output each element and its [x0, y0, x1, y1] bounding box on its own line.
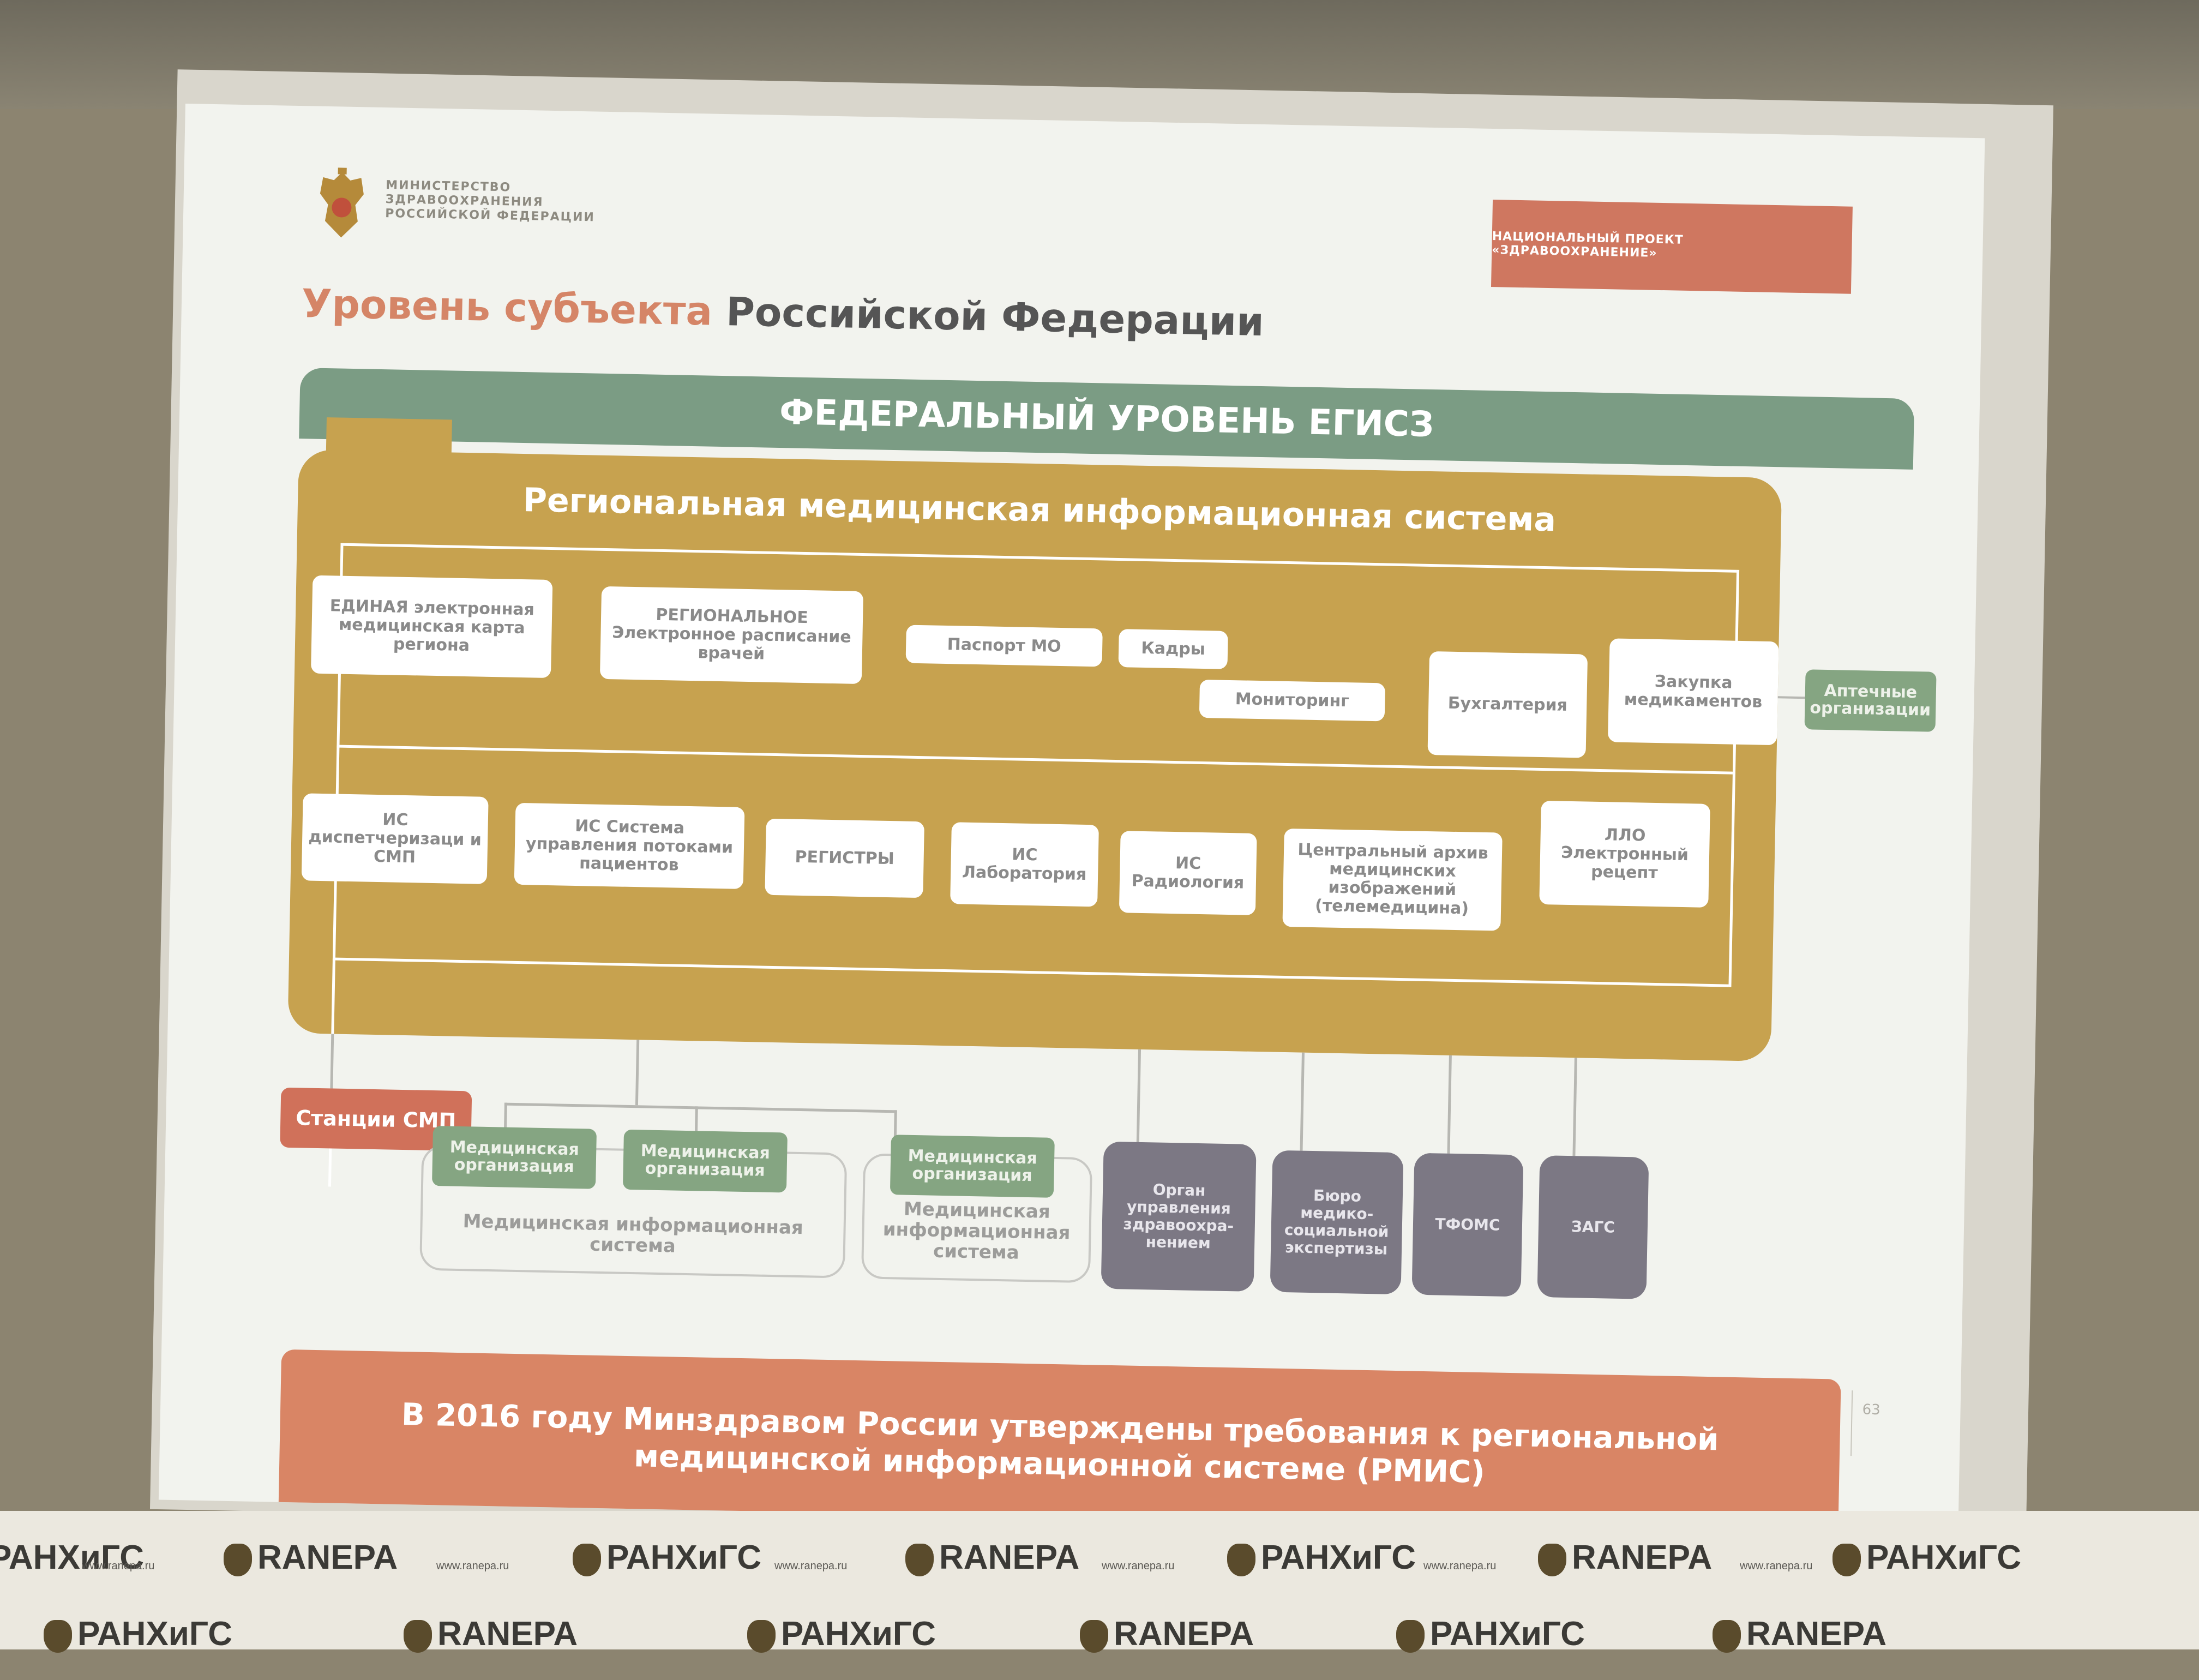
backdrop-logo: РАНХиГС: [747, 1615, 936, 1653]
ranepa-emblem-icon: [1713, 1619, 1741, 1653]
procurement-box: Закупка медикаментов: [1608, 638, 1779, 746]
connector-med-org-3: [893, 1110, 897, 1138]
llo-box: ЛЛО Электронный рецепт: [1539, 800, 1710, 908]
mis-label: Медицинская информационная система: [882, 1198, 1071, 1264]
backdrop-logo: РАНХиГС: [1832, 1538, 2021, 1577]
ranepa-emblem-icon: [404, 1619, 432, 1653]
pharmacy-box: Аптечные организации: [1804, 669, 1937, 732]
connector-smp: [330, 1034, 334, 1089]
connector-tfoms: [1447, 1055, 1452, 1154]
page-number: 63: [1862, 1401, 1880, 1419]
backdrop-logo: RANEPA: [1538, 1538, 1712, 1577]
monitoring-box: Мониторинг: [1199, 679, 1386, 722]
backdrop-logo-text: РАНХиГС: [1261, 1539, 1416, 1576]
ranepa-emblem-icon: [1080, 1619, 1108, 1653]
backdrop-logo: РАНХиГС: [44, 1615, 232, 1653]
med-org-box-3: Медицинская организация: [890, 1135, 1055, 1198]
backdrop-row-2: РАНХиГС RANEPA РАНХиГС RANEPA РАНХиГС RA…: [0, 1615, 2199, 1680]
backdrop-logo-text: РАНХиГС: [606, 1539, 762, 1576]
backdrop-url: www.ranepa.ru: [436, 1560, 509, 1572]
project-tag: НАЦИОНАЛЬНЫЙ ПРОЕКТ «ЗДРАВООХРАНЕНИЕ»: [1491, 200, 1853, 294]
mis-label: Медицинская информационная система: [462, 1210, 804, 1257]
laboratory-box: ИС Лаборатория: [950, 822, 1099, 907]
connector-med-orgs: [635, 1040, 640, 1106]
backdrop-logo: RANEPA: [1713, 1615, 1886, 1653]
backdrop-logo-text: РАНХиГС: [781, 1615, 936, 1653]
connector-bureau: [1300, 1052, 1305, 1151]
med-org-box-1: Медицинская организация: [431, 1126, 597, 1189]
eagle-emblem-icon: [320, 167, 364, 238]
ranepa-emblem-icon: [1396, 1619, 1425, 1653]
event-backdrop: РАНХиГС www.ranepa.ru RANEPA www.ranepa.…: [0, 1511, 2199, 1653]
connector-zags: [1572, 1058, 1577, 1156]
ranepa-emblem-icon: [905, 1543, 934, 1576]
ranepa-emblem-icon: [44, 1619, 72, 1653]
backdrop-url: www.ranepa.ru: [1740, 1560, 1813, 1572]
backdrop-logo: RANEPA: [224, 1538, 398, 1577]
registers-box: РЕГИСТРЫ: [765, 818, 924, 898]
backdrop-logo-text: РАНХиГС: [77, 1615, 233, 1653]
image-archive-box: Центральный архив медицинских изображени…: [1282, 828, 1503, 931]
radiology-box: ИС Радиология: [1119, 831, 1257, 915]
ranepa-emblem-icon: [224, 1543, 252, 1576]
backdrop-logo-text: РАНХиГС: [1430, 1615, 1585, 1653]
backdrop-logo: РАНХиГС: [0, 1538, 144, 1577]
backdrop-logo: RANEPA: [905, 1538, 1079, 1577]
health-authority-box: Орган управления здравоохра-нением: [1101, 1141, 1257, 1292]
backdrop-url: www.ranepa.ru: [1423, 1560, 1497, 1572]
backdrop-logo-text: RANEPA: [1114, 1615, 1254, 1653]
page-divider: [1850, 1390, 1853, 1456]
patient-flow-box: ИС Система управления потоками пациентов: [514, 802, 745, 889]
med-org-box-2: Медицинская организация: [622, 1129, 788, 1193]
schedule-box: РЕГИОНАЛЬНОЕ Электронное расписание врач…: [599, 586, 864, 684]
connector-health-authority: [1136, 1049, 1141, 1148]
backdrop-logo-text: RANEPA: [1746, 1615, 1887, 1653]
backdrop-logo-text: РАНХиГС: [0, 1539, 145, 1576]
presentation-slide: МИНИСТЕРСТВО ЗДРАВООХРАНЕНИЯ РОССИЙСКОЙ …: [158, 104, 1985, 1534]
connector-med-org-2: [694, 1106, 698, 1134]
title-part-1: Уровень субъекта: [301, 280, 713, 334]
connector-med-org-1: [503, 1102, 507, 1130]
backdrop-logo-text: RANEPA: [257, 1539, 398, 1576]
backdrop-logo: РАНХиГС: [573, 1538, 761, 1577]
ranepa-emblem-icon: [1538, 1543, 1566, 1576]
tfoms-box: ТФОМС: [1411, 1153, 1524, 1297]
backdrop-logo-text: RANEPA: [1572, 1539, 1713, 1576]
zags-box: ЗАГС: [1537, 1155, 1649, 1299]
backdrop-url: www.ranepa.ru: [774, 1560, 848, 1572]
emk-box: ЕДИНАЯ электронная медицинская карта рег…: [310, 575, 553, 679]
passport-mo-box: Паспорт МО: [905, 625, 1103, 667]
ranepa-emblem-icon: [1227, 1543, 1255, 1576]
backdrop-logo: RANEPA: [404, 1615, 578, 1653]
slide-title: Уровень субъекта Российской Федерации: [301, 280, 1264, 345]
dispatch-box: ИС диспетчеризаци и СМП: [301, 793, 489, 884]
staff-box: Кадры: [1118, 629, 1228, 669]
backdrop-logo-text: RANEPA: [437, 1615, 578, 1653]
backdrop-row-1: РАНХиГС www.ranepa.ru RANEPA www.ranepa.…: [0, 1538, 2199, 1604]
backdrop-url: www.ranepa.ru: [1102, 1560, 1175, 1572]
backdrop-url: www.ranepa.ru: [82, 1560, 155, 1572]
backdrop-logo-text: RANEPA: [939, 1539, 1080, 1576]
backdrop-logo-text: РАНХиГС: [1866, 1539, 2022, 1576]
backdrop-logo: РАНХиГС: [1227, 1538, 1416, 1577]
ranepa-emblem-icon: [573, 1543, 601, 1576]
bureau-box: Бюро медико-социальной экспертизы: [1270, 1150, 1404, 1295]
ranepa-emblem-icon: [1832, 1543, 1861, 1576]
connector-pharmacy: [1777, 696, 1805, 699]
ranepa-emblem-icon: [747, 1619, 776, 1653]
backdrop-logo: РАНХиГС: [1396, 1615, 1585, 1653]
backdrop-logo: RANEPA: [1080, 1615, 1254, 1653]
ministry-name: МИНИСТЕРСТВО ЗДРАВООХРАНЕНИЯ РОССИЙСКОЙ …: [385, 178, 615, 225]
connector-med-orgs-bus: [504, 1102, 897, 1113]
accounting-box: Бухгалтерия: [1427, 651, 1588, 758]
title-part-2: Российской Федерации: [725, 289, 1265, 345]
